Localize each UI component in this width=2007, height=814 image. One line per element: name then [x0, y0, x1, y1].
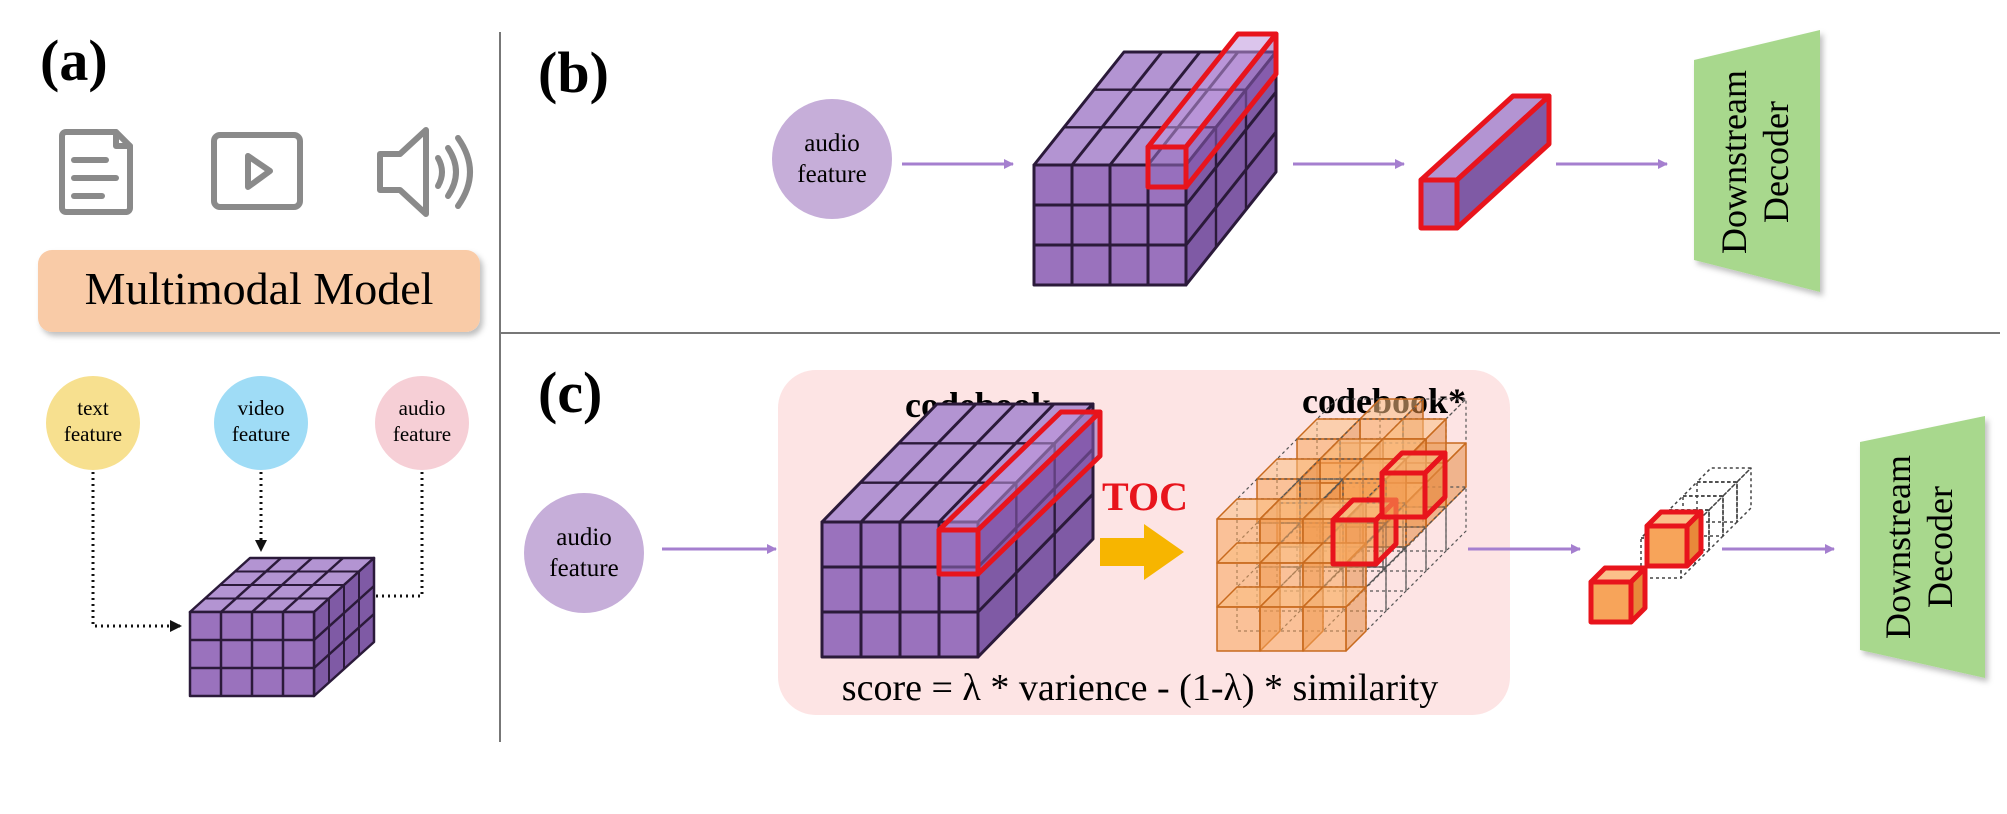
panel-a-label: (a) — [40, 28, 108, 93]
video-feature-node: video feature — [214, 376, 308, 470]
downstream-decoder-b — [1694, 30, 1820, 292]
audio-feature-a-label-1: audio — [399, 396, 446, 420]
selected-token-bar-b — [1418, 93, 1552, 231]
audio-feature-b-label-2: feature — [797, 161, 866, 188]
codebook-cube-c — [820, 402, 1103, 659]
selected-tokens-c — [1588, 467, 1752, 625]
video-feature-label-2: feature — [232, 422, 290, 446]
audio-feature-b-label-1: audio — [804, 130, 860, 157]
fused-feature-cube — [188, 556, 376, 698]
dotted-connectors — [91, 472, 424, 632]
text-feature-label-1: text — [77, 396, 109, 420]
multimodal-model-label: Multimodal Model — [85, 263, 434, 314]
audio-feature-node-b: audio feature — [772, 99, 892, 219]
decoder-c-label-2: Decoder — [1920, 486, 1960, 608]
audio-feature-a-label-2: feature — [393, 422, 451, 446]
speaker-icon — [377, 127, 473, 217]
toc-arrow-icon — [1100, 524, 1184, 580]
text-feature-node: text feature — [46, 376, 140, 470]
document-icon — [59, 129, 133, 215]
audio-feature-node-a: audio feature — [375, 376, 469, 470]
decoder-c-label-1: Downstream — [1878, 455, 1918, 639]
codebook-star-cube — [1216, 398, 1467, 652]
video-feature-label-1: video — [238, 396, 285, 420]
audio-feature-c-label-1: audio — [556, 524, 612, 551]
panel-b-label: (b) — [538, 40, 609, 105]
audio-feature-c-label-2: feature — [549, 555, 618, 582]
decoder-b-label-1: Downstream — [1714, 70, 1754, 254]
audio-feature-node-c: audio feature — [524, 493, 644, 613]
multimodal-model-box — [38, 250, 480, 332]
video-play-icon — [211, 132, 303, 210]
downstream-decoder-c — [1860, 416, 1985, 678]
toc-label: TOC — [1102, 474, 1188, 519]
score-formula: score = λ * varience - (1-λ) * similarit… — [842, 667, 1438, 709]
codebook-cube-b — [1032, 31, 1279, 287]
panel-c-label: (c) — [538, 360, 602, 425]
decoder-b-label-2: Decoder — [1756, 101, 1796, 223]
text-feature-label-2: feature — [64, 422, 122, 446]
